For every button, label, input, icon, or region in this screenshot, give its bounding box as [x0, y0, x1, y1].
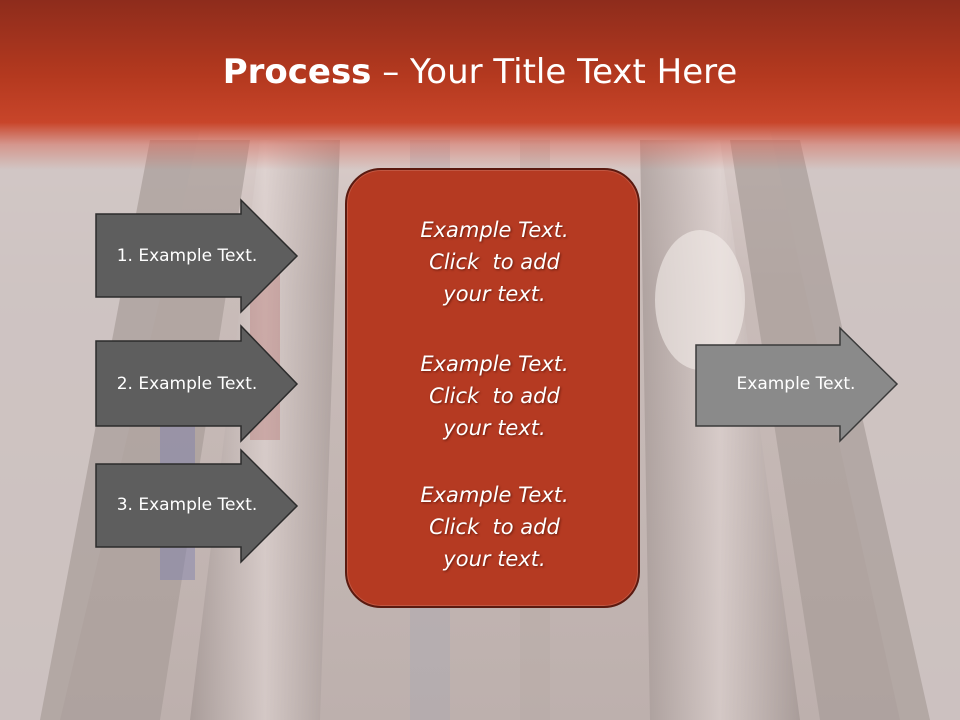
- center-item-3-line1: Example Text.: [420, 483, 569, 507]
- step-3-arrow[interactable]: [95, 448, 299, 564]
- title-rest: – Your Title Text Here: [371, 52, 738, 92]
- center-item-3-line3: your text.: [443, 547, 546, 571]
- step-2-label: 2. Example Text.: [116, 374, 258, 394]
- step-3-label: 3. Example Text.: [116, 495, 258, 515]
- center-item-1: Example Text. Click to add your text.: [347, 214, 642, 310]
- step-1-label: 1. Example Text.: [116, 246, 258, 266]
- center-item-3: Example Text. Click to add your text.: [347, 479, 642, 575]
- title-band: [0, 0, 960, 170]
- right-step-arrow[interactable]: [695, 326, 899, 443]
- slide-title[interactable]: Process – Your Title Text Here: [0, 52, 960, 92]
- title-bold: Process: [222, 52, 372, 92]
- center-item-2-line1: Example Text.: [420, 352, 569, 376]
- center-item-1-line2: Click to add: [429, 250, 560, 274]
- center-item-2-line2: Click to add: [429, 384, 560, 408]
- center-item-2-line3: your text.: [443, 416, 546, 440]
- step-1-arrow[interactable]: [95, 198, 299, 314]
- center-item-2: Example Text. Click to add your text.: [347, 348, 642, 444]
- center-item-1-line3: your text.: [443, 282, 546, 306]
- center-item-1-line1: Example Text.: [420, 218, 569, 242]
- right-step-label: Example Text.: [736, 374, 856, 394]
- step-2-arrow[interactable]: [95, 324, 299, 443]
- center-content-box[interactable]: Example Text. Click to add your text. Ex…: [345, 168, 640, 608]
- center-item-3-line2: Click to add: [429, 515, 560, 539]
